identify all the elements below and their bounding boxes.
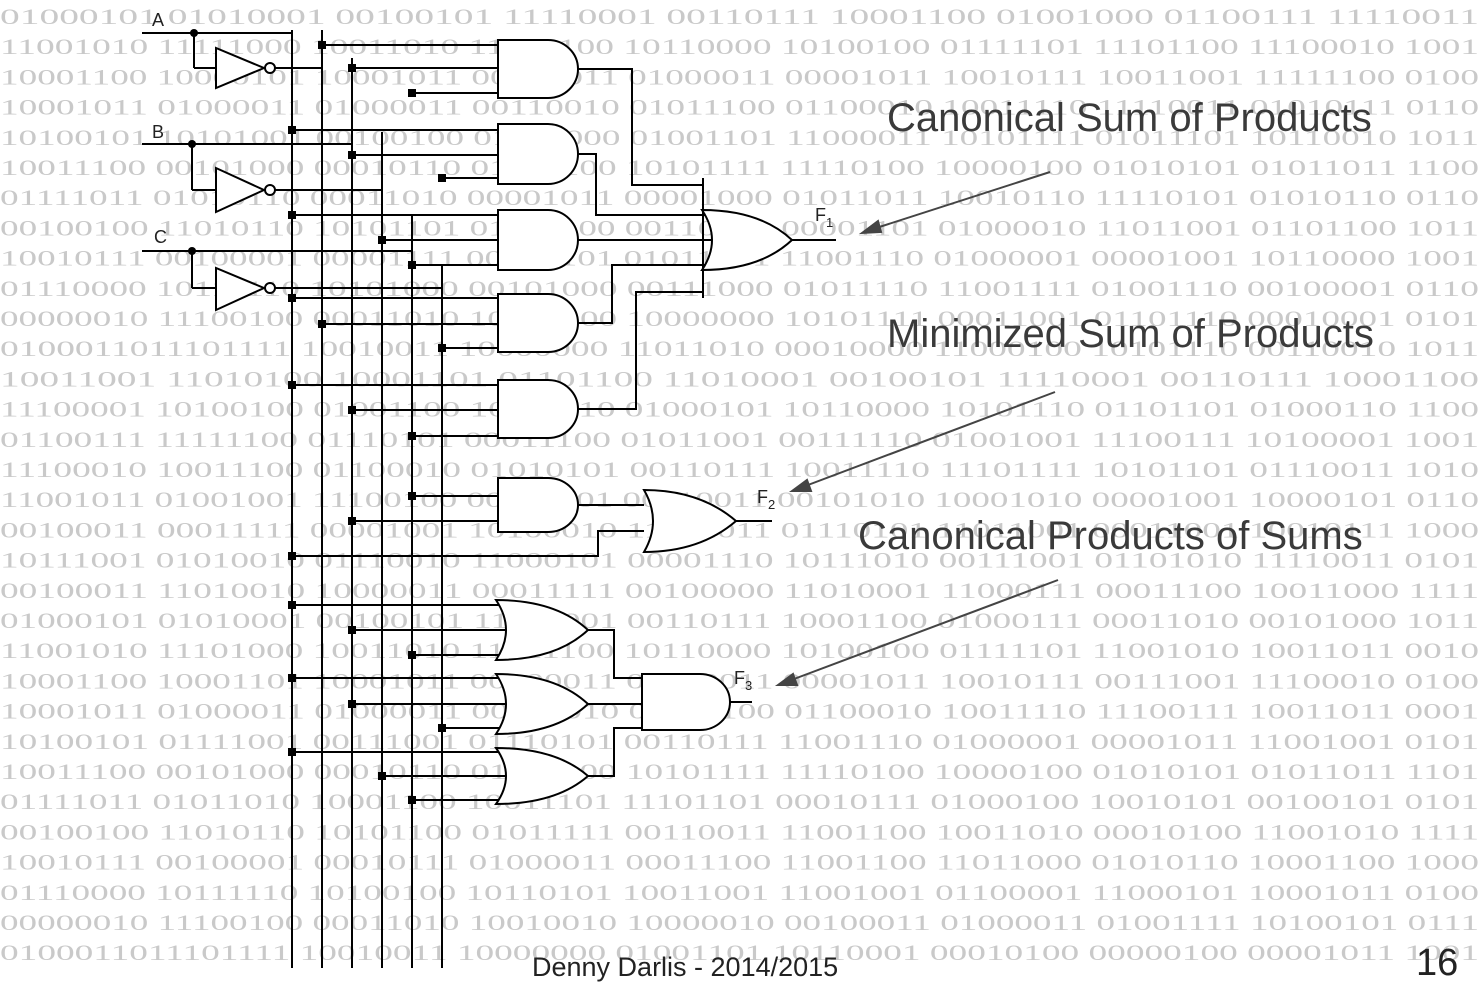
output-f1-subscript: 1 <box>826 215 833 230</box>
binary-row: 10011100 00101000 00010110 01110100 1010… <box>0 759 1479 784</box>
input-c-circuit: C <box>142 227 442 312</box>
canonical-sop-circuit: F1 <box>288 39 836 440</box>
and-gate-5 <box>497 379 579 439</box>
and-gate-3 <box>497 209 579 271</box>
binary-row: 0100011011101111 10010011 10000000 01001… <box>0 940 1479 965</box>
binary-row: 01110000 10111110 10100100 10110101 1001… <box>0 880 1479 905</box>
binary-row: 00100100 11010110 10101100 01011111 0011… <box>0 819 1479 844</box>
binary-row: 10001011 01000011 01000011 00110010 0101… <box>0 95 1479 120</box>
footer-author-year: Denny Darlis - 2014/2015 <box>532 952 839 982</box>
output-f2-label: F <box>757 487 768 507</box>
inverter-b <box>215 166 267 214</box>
input-b-label: B <box>152 122 164 142</box>
input-c-label: C <box>154 227 167 247</box>
binary-row: 11001011 01001001 11100100 00110101 0011… <box>0 487 1479 512</box>
literal-bus-lines <box>291 30 443 968</box>
and-gate-2 <box>497 123 579 185</box>
binary-row: 10011100 00101000 00010110 01110100 1010… <box>0 155 1479 180</box>
binary-row: 10100101 10101001 00100100 01011000 0100… <box>0 125 1479 150</box>
binary-row: 01000101 01010001 00100101 11110001 0011… <box>0 608 1479 633</box>
or-gate-pos-3 <box>494 746 590 806</box>
binary-row: 00100011 11010010 10000011 00011111 0010… <box>0 578 1479 603</box>
binary-row: 10100101 01111001 00111001 01110101 0011… <box>0 729 1479 754</box>
arrow-canonical-sop <box>869 171 1051 231</box>
binary-row: 01111011 01011010 10001100 10011101 1110… <box>0 789 1479 814</box>
input-a-label: A <box>152 10 164 30</box>
and-gate-4 <box>497 293 579 353</box>
binary-row: 10111001 01010010 01110010 11000101 0000… <box>0 548 1479 573</box>
svg-text:F2: F2 <box>757 487 775 512</box>
inverter-b-bubble <box>264 184 276 196</box>
output-f2-subscript: 2 <box>768 497 775 512</box>
binary-row: 0100011011101111 10010011 10000000 11011… <box>0 336 1479 361</box>
pointer-arrows <box>774 171 1059 686</box>
inverter-a <box>215 46 267 90</box>
binary-row: 01000101 01010001 00100101 11110001 0011… <box>0 4 1479 29</box>
svg-text:F3: F3 <box>734 668 752 693</box>
heading-canonical-sum-of-products: Canonical Sum of Products <box>887 96 1372 140</box>
binary-row: 11001010 11111000 10011010 11011100 1011… <box>0 34 1479 59</box>
and-gate-6 <box>497 477 579 533</box>
binary-row: 10001100 10001101 10001011 00100011 0100… <box>0 668 1479 693</box>
arrow-canonical-pos <box>785 579 1059 683</box>
sop-junction-dots <box>288 41 446 440</box>
svg-text:F1: F1 <box>815 205 833 230</box>
and-gate-f3 <box>641 673 731 731</box>
or-gate-f2 <box>642 488 738 554</box>
output-f3-subscript: 3 <box>745 678 752 693</box>
binary-row: 00000010 11100100 00011010 10010010 1000… <box>0 910 1479 935</box>
inverter-c-bubble <box>264 282 276 294</box>
and-gate-1 <box>497 39 579 99</box>
inverter-c <box>215 266 267 312</box>
output-f3-label: F <box>734 668 745 688</box>
input-a-circuit: A <box>142 10 322 90</box>
binary-row: 01100111 11111100 01110101 00011100 0101… <box>0 427 1479 452</box>
inverter-a-bubble <box>264 62 276 74</box>
heading-canonical-products-of-sums: Canonical Products of Sums <box>858 514 1363 558</box>
page-number: 16 <box>1416 942 1459 984</box>
binary-row: 00000010 11100100 00011010 10010100 1000… <box>0 306 1479 331</box>
binary-row: 11001010 11101000 10011010 11011100 1011… <box>0 638 1479 663</box>
pos-junction-dots <box>288 601 446 804</box>
binary-row: 10011001 11010100 10001101 01101100 1101… <box>0 366 1479 391</box>
or-gate-pos-2 <box>494 672 590 736</box>
arrow-minimized-sop <box>799 391 1056 489</box>
binary-row: 11100010 10011100 01100010 01010101 0011… <box>0 457 1479 482</box>
heading-minimized-sum-of-products: Minimized Sum of Products <box>887 312 1374 356</box>
binary-row: 10010111 00100001 00010111 01000011 0001… <box>0 850 1479 875</box>
or-gate-pos-1 <box>494 598 590 662</box>
canonical-pos-circuit: F3 <box>288 598 752 806</box>
output-f1-label: F <box>815 205 826 225</box>
binary-row: 11100001 10100100 01001100 10111010 0100… <box>0 397 1479 422</box>
or-gate-f1 <box>700 208 794 272</box>
input-b-circuit: B <box>142 122 382 214</box>
minimized-sop-circuit: F2 <box>288 477 775 560</box>
